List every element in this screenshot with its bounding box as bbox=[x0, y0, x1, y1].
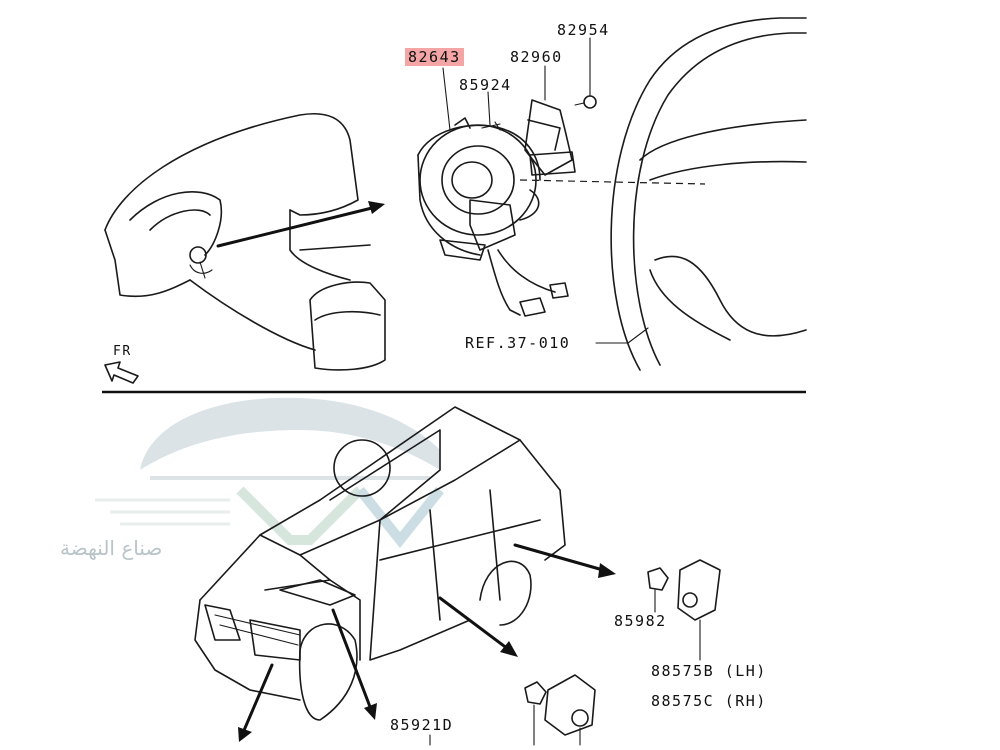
dashboard-arrow bbox=[216, 204, 382, 248]
callout-82960: 82960 bbox=[510, 48, 563, 66]
front-sensor-drawing bbox=[524, 674, 596, 746]
callout-82643: 82643 bbox=[405, 48, 464, 66]
clock-spring-drawing bbox=[417, 117, 569, 317]
vehicle-drawing bbox=[194, 406, 566, 721]
callout-85924: 85924 bbox=[459, 76, 512, 94]
steering-wheel-drawing bbox=[519, 17, 807, 371]
callout-85982: 85982 bbox=[614, 612, 667, 630]
callout-82954: 82954 bbox=[557, 21, 610, 39]
watermark-logo bbox=[95, 397, 444, 549]
front-direction-arrow bbox=[104, 361, 139, 384]
leader-lines-top bbox=[442, 37, 649, 344]
callout-85921d: 85921D bbox=[390, 716, 454, 734]
label-fr: FR bbox=[113, 344, 132, 359]
side-sensor-drawing bbox=[647, 559, 721, 661]
dashboard-drawing bbox=[104, 113, 386, 371]
steering-pad-bracket bbox=[524, 95, 597, 176]
vehicle-arrows bbox=[238, 543, 616, 742]
callout-ref-37-010: REF.37-010 bbox=[465, 334, 571, 352]
callout-88575c: 88575C (RH) bbox=[651, 692, 767, 710]
watermark-text: صناع النهضة bbox=[60, 536, 163, 560]
callout-88575b: 88575B (LH) bbox=[651, 662, 767, 680]
